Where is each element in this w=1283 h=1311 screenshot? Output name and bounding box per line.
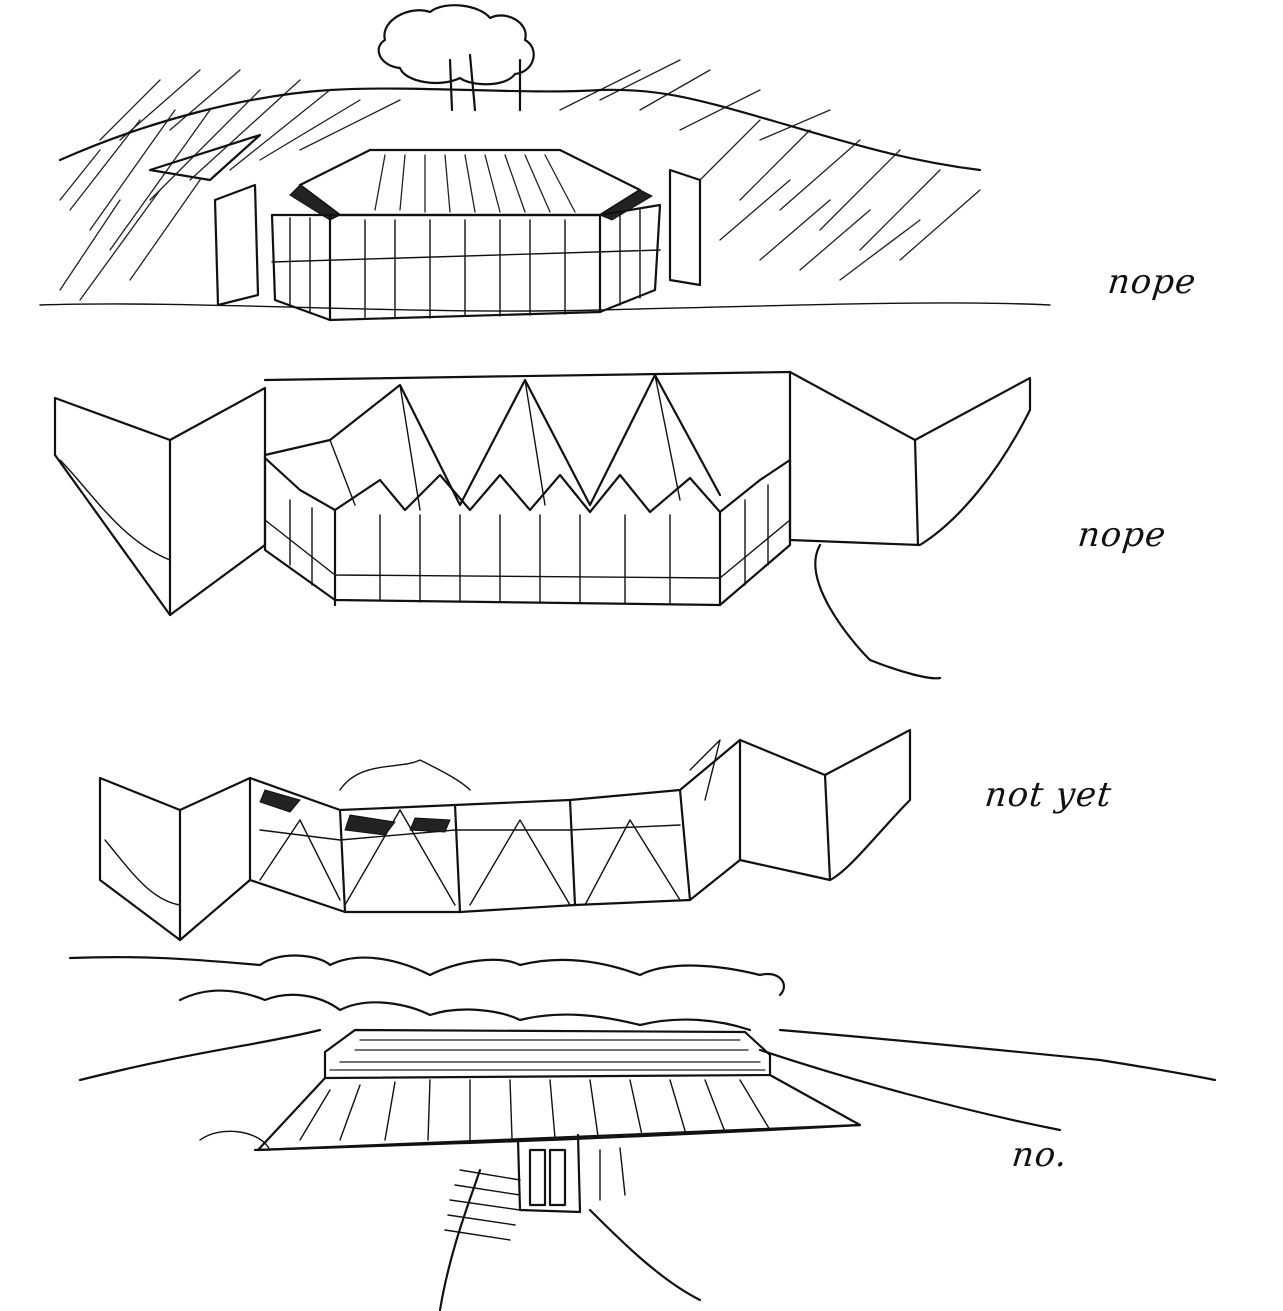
sketch-1-note: nope	[1105, 262, 1199, 302]
hill-hatching-right	[559, 59, 981, 281]
sketch-3-drawing	[98, 728, 912, 942]
sketch-2-drawing	[53, 370, 1032, 680]
sketch-4-note: no.	[1009, 1135, 1070, 1175]
hill-hatching-left	[59, 69, 401, 301]
sketch-1-drawing	[39, 4, 1051, 322]
sketch-2-note: nope	[1075, 515, 1169, 555]
sketch-4-drawing	[68, 954, 1217, 1311]
sketch-3-note: not yet	[982, 775, 1114, 815]
tree-icon	[377, 4, 535, 86]
